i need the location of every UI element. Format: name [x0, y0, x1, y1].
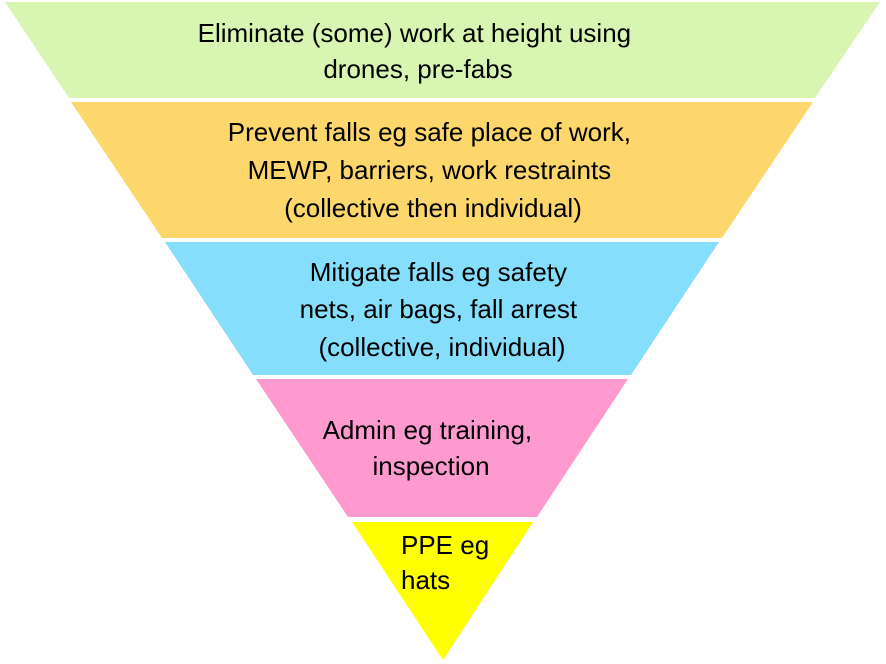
level-ppe-band [352, 522, 533, 660]
level-mitigate-label: Mitigate falls eg safety nets, air bags,… [300, 257, 585, 362]
label-line: hats [401, 565, 450, 595]
label-line: MEWP, barriers, work restraints [248, 155, 612, 185]
label-line: Prevent falls eg safe place of work, [228, 117, 631, 147]
label-line: drones, pre-fabs [323, 54, 512, 84]
label-line: PPE eg [401, 530, 489, 560]
level-ppe-label: PPE eg hats [401, 530, 496, 595]
level-admin-label: Admin eg training, inspection [323, 415, 540, 481]
label-line: (collective, individual) [318, 332, 565, 362]
level-prevent-label: Prevent falls eg safe place of work, MEW… [228, 117, 638, 223]
label-line: Eliminate (some) work at height using [198, 18, 632, 48]
label-line: Admin eg training, [323, 415, 533, 445]
level-mitigate-band [165, 242, 719, 375]
label-line: inspection [372, 451, 489, 481]
level-eliminate-label: Eliminate (some) work at height using dr… [198, 18, 639, 84]
label-line: nets, air bags, fall arrest [300, 294, 578, 324]
label-line: (collective then individual) [284, 193, 582, 223]
level-eliminate-band [5, 2, 880, 98]
level-prevent-band [71, 102, 813, 238]
level-admin-band [256, 379, 628, 517]
label-line: Mitigate falls eg safety [310, 257, 567, 287]
